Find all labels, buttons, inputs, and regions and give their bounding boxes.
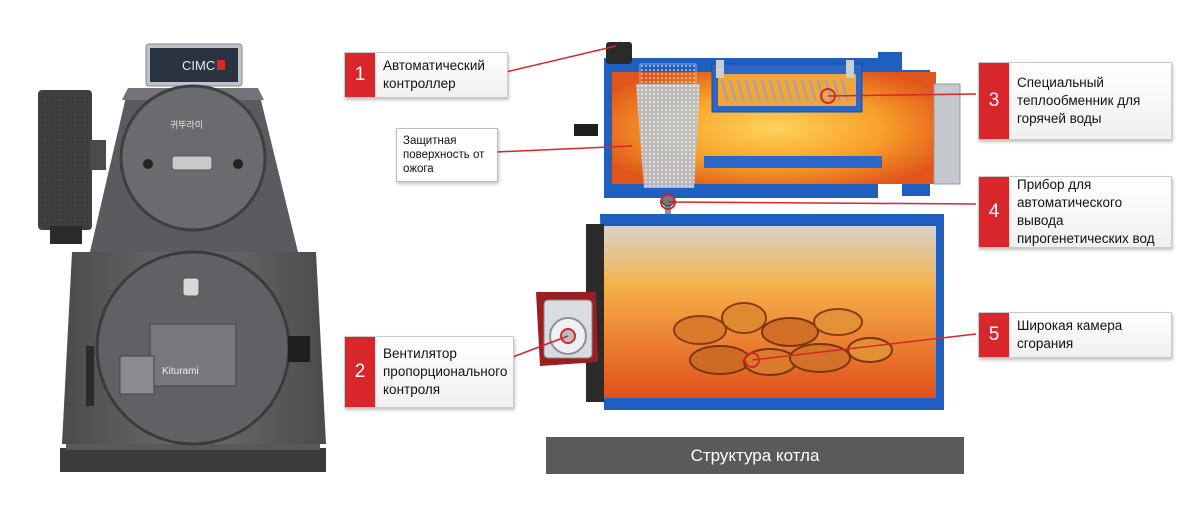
anchor-markers bbox=[560, 88, 836, 368]
leader-lines bbox=[495, 45, 977, 361]
controller-unit bbox=[606, 42, 632, 64]
boiler-photo: CIMC 귀뚜라미 Kiturami bbox=[38, 43, 326, 472]
callout-number: 3 bbox=[979, 63, 1009, 139]
heat-exchanger-coil bbox=[721, 79, 849, 103]
callout-5-combustion-chamber: 5 Широкая камера сгорания bbox=[978, 312, 1172, 358]
callout-text: Широкая камера сгорания bbox=[1017, 318, 1123, 351]
burner-brand-label: Kiturami bbox=[162, 366, 199, 377]
upper-door-handle bbox=[171, 155, 213, 171]
firewood bbox=[673, 302, 893, 376]
note-burn-guard: Защитная поверхность от ожога bbox=[396, 128, 498, 182]
boiler-base bbox=[60, 448, 326, 472]
baffle-plate bbox=[704, 156, 882, 168]
diagram-caption: Структура котла bbox=[546, 437, 964, 474]
flue-outlet bbox=[933, 83, 961, 185]
callout-2-fan: 2 Вентилятор пропорционального контроля bbox=[344, 336, 514, 408]
callout-number: 2 bbox=[345, 337, 375, 407]
callout-text: Прибор для автоматического вывода пироге… bbox=[1017, 177, 1155, 246]
callout-number: 4 bbox=[979, 177, 1009, 247]
callout-number: 5 bbox=[979, 313, 1009, 357]
callout-3-heat-exchanger: 3 Специальный теплообменник для горячей … bbox=[978, 62, 1172, 140]
callout-4-water-drain: 4 Прибор для автоматического вывода пиро… bbox=[978, 176, 1172, 248]
callout-text: Вентилятор пропорционального контроля bbox=[383, 346, 508, 397]
controller-label: CIMC bbox=[182, 58, 215, 73]
callout-text: Специальный теплообменник для горячей во… bbox=[1017, 75, 1141, 126]
callout-number: 1 bbox=[345, 53, 375, 97]
burner-box bbox=[149, 323, 237, 387]
callout-1-auto-controller: 1 Автоматический контроллер bbox=[344, 52, 508, 98]
door-brand-label: 귀뚜라미 bbox=[170, 120, 203, 130]
callout-text: Автоматический контроллер bbox=[383, 58, 485, 91]
